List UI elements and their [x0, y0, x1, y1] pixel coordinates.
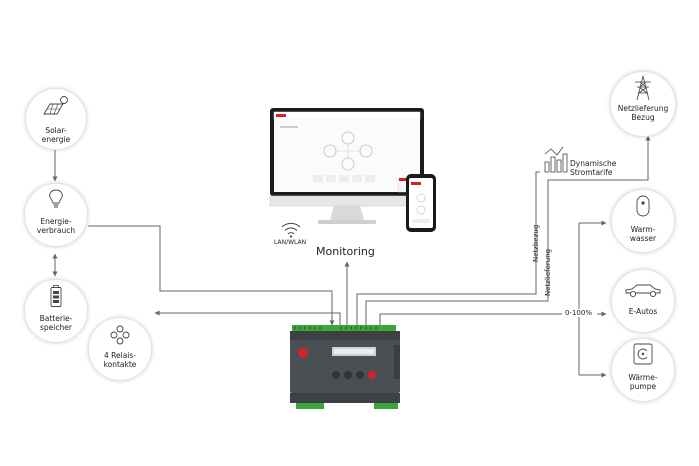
consumption-label-2: verbrauch [36, 226, 76, 235]
relays-node: 4 Relais- kontakte [88, 317, 152, 381]
car-icon [625, 284, 661, 298]
consumption-to-device-line [88, 225, 335, 326]
cars-label-1: E-Autos [628, 307, 658, 316]
relays-label-2: kontakte [103, 360, 137, 369]
water-node: Warm- wasser [611, 189, 675, 253]
battery-icon [50, 285, 62, 307]
relays-label-1: 4 Relais- [103, 351, 137, 360]
water-label-2: wasser [629, 234, 657, 243]
wifi-icon [281, 222, 301, 238]
device-to-relays-line [154, 310, 341, 325]
tariffs-label-1: Dynamische [570, 159, 617, 168]
consumption-node: Energie- verbrauch [24, 183, 88, 247]
heat-pump-icon [633, 343, 653, 365]
solar-panel-icon [43, 96, 68, 115]
power-tower-icon [635, 75, 651, 101]
heatpump-label-2: pumpe [629, 382, 657, 391]
lightbulb-icon [49, 189, 63, 208]
heatpump-node: Wärme- pumpe [611, 338, 675, 402]
lan-wlan-label: LAN/WLAN [274, 239, 307, 246]
netzlieferung-line [365, 135, 651, 325]
device-to-appliances-line [379, 313, 562, 325]
tariffs-label-2: Stromtarife [570, 168, 613, 177]
heatpump-label-1: Wärme- [628, 373, 658, 382]
percent-range-label: 0-100% [564, 309, 593, 317]
grid-label-1: Netzlieferung [617, 104, 669, 113]
battery-label-2: speicher [40, 323, 72, 332]
battery-label-1: Batterie- [39, 314, 73, 323]
netzbezug-label: Netzbezug [532, 224, 540, 262]
water-heater-icon [636, 195, 650, 217]
cars-node: E-Autos [611, 269, 675, 333]
monitoring-label: Monitoring [316, 245, 375, 258]
grid-node: Netzlieferung Bezug [610, 71, 676, 137]
consumption-label-1: Energie- [40, 217, 72, 226]
battery-node: Batterie- speicher [24, 279, 88, 343]
solar-node: Solar- energie [25, 88, 87, 150]
tariff-chart-icon [544, 146, 568, 173]
water-label-1: Warm- [630, 225, 656, 234]
solar-label-2: energie [41, 135, 71, 144]
relay-dots-icon [110, 325, 130, 345]
grid-label-2: Bezug [631, 113, 655, 122]
solar-label-1: Solar- [45, 126, 67, 135]
controller-device [290, 325, 400, 409]
monitor-illustration [269, 108, 436, 232]
tariffs-node: Dynamische Stromtarife [540, 142, 626, 178]
netzlieferung-label: Netzlieferung [544, 248, 552, 296]
